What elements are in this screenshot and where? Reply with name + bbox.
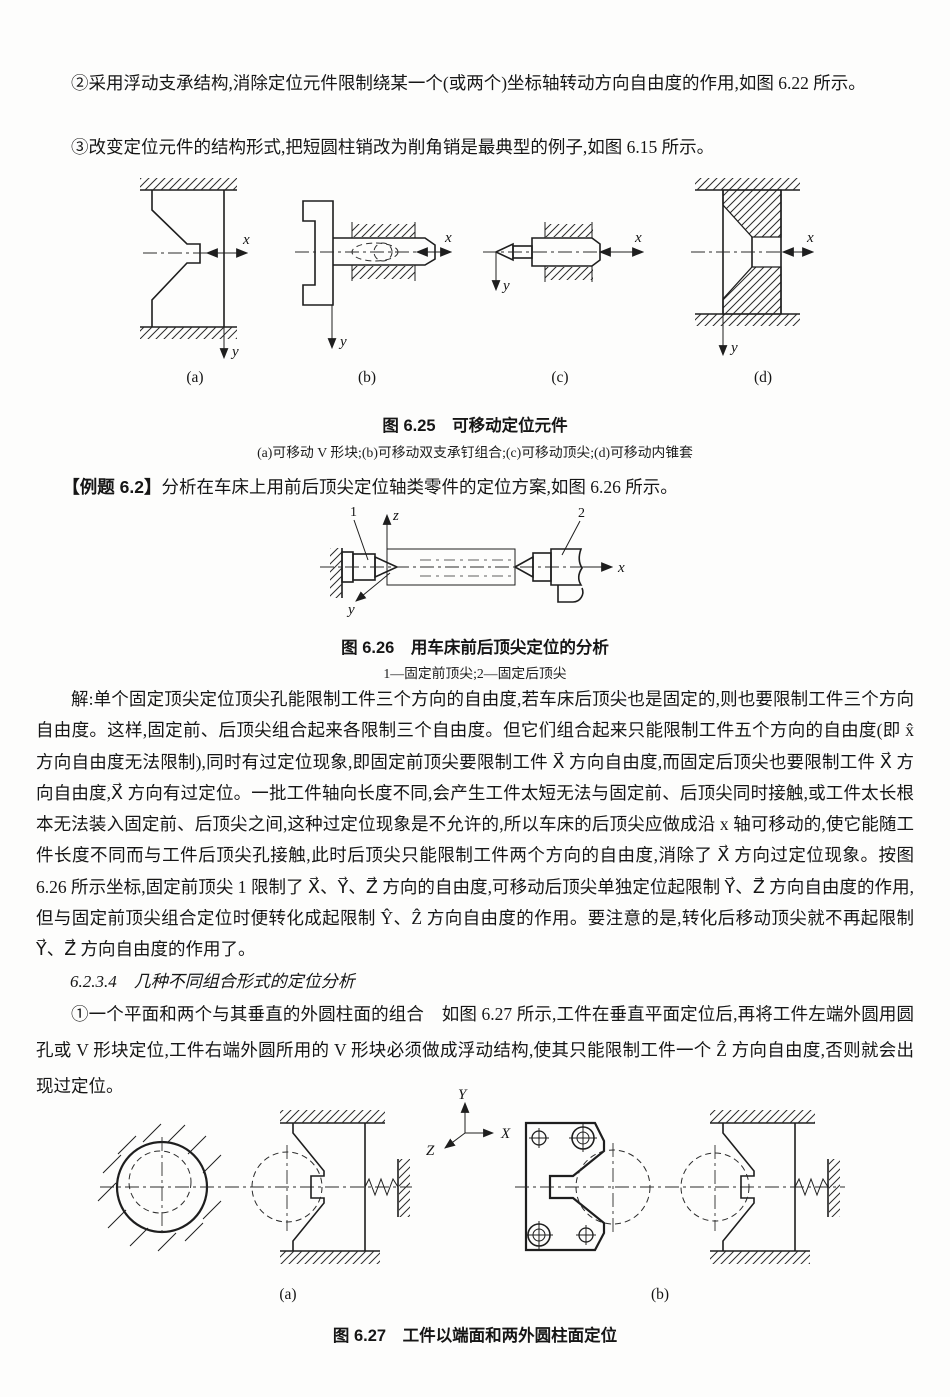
axis-x-label: X bbox=[500, 1126, 511, 1142]
example-tag: 【例题 6.2】 bbox=[62, 477, 162, 497]
figure-6-26-diagram: x z y 1 2 bbox=[320, 505, 625, 618]
figure-6-25-caption: 图 6.25 可移动定位元件 bbox=[382, 417, 568, 435]
lathe-centers-diagram: x z y 1 2 bbox=[320, 505, 625, 618]
floating-v-block-a-diagram: (a) bbox=[251, 1110, 410, 1303]
example-text: 分析在车床上用前后顶尖定位轴类零件的定位方案,如图 6.26 所示。 bbox=[161, 477, 678, 497]
rear-center-number: 2 bbox=[578, 506, 585, 521]
axis-y-label: Y bbox=[458, 1087, 468, 1103]
fixed-v-plate-diagram bbox=[515, 1121, 845, 1252]
example-6-2-paragraph: 【例题 6.2】分析在车床上用前后顶尖定位轴类零件的定位方案,如图 6.26 所… bbox=[36, 472, 914, 503]
axis-z-label: z bbox=[392, 508, 399, 524]
movable-v-block-diagram: x y (a) bbox=[140, 178, 250, 386]
front-center-number: 1 bbox=[350, 505, 357, 520]
movable-center-diagram: x y (c) bbox=[483, 222, 645, 386]
subfigure-c-label: (c) bbox=[551, 369, 568, 386]
solution-paragraph: 解:单个固定顶尖定位顶尖孔能限制工件三个方向的自由度,若车床后顶尖也是固定的,则… bbox=[36, 689, 914, 960]
axis-y-label: y bbox=[346, 602, 355, 618]
coordinate-axes: Y X Z bbox=[426, 1087, 511, 1159]
figure-6-26-caption: 图 6.26 用车床前后顶尖定位的分析 bbox=[341, 639, 609, 657]
paragraph-combination-1: ①一个平面和两个与其垂直的外圆柱面的组合 如图 6.27 所示,工件在垂直平面定… bbox=[36, 1004, 914, 1096]
subfigure-d-label: (d) bbox=[754, 369, 772, 386]
axis-y-label: y bbox=[338, 334, 347, 350]
axis-y-label: y bbox=[230, 344, 239, 360]
subfigure-b-label: (b) bbox=[651, 1286, 669, 1303]
axis-y-label: y bbox=[501, 278, 510, 294]
axis-z-label: Z bbox=[426, 1143, 435, 1159]
axis-y-label: y bbox=[729, 340, 738, 356]
paragraph-change-element-form: ③改变定位元件的结构形式,把短圆柱销改为削角销是最典型的例子,如图 6.15 所… bbox=[71, 137, 715, 157]
axis-x-label: x bbox=[806, 230, 814, 246]
subfigure-a-label: (a) bbox=[186, 369, 203, 386]
figure-6-26-subcaption: 1—固定前顶尖;2—固定后顶尖 bbox=[383, 666, 567, 681]
axis-x-label: x bbox=[634, 230, 642, 246]
axis-x-label: x bbox=[444, 230, 452, 246]
workpiece-in-hole-diagram bbox=[97, 1123, 412, 1252]
subfigure-b-label: (b) bbox=[358, 369, 376, 386]
figure-6-25-diagram: x y (a) x y (b) bbox=[140, 178, 815, 386]
subfigure-a-label: (a) bbox=[279, 1286, 296, 1303]
movable-inner-cone-sleeve-diagram: y x (d) bbox=[691, 178, 815, 386]
figure-6-27-diagram: Y X Z bbox=[97, 1087, 845, 1303]
axis-x-label: x bbox=[242, 232, 250, 248]
axis-x-label: x bbox=[617, 560, 625, 576]
movable-double-support-pin-diagram: x y (b) bbox=[295, 200, 453, 386]
section-heading-6-2-3-4: 6.2.3.4 几种不同组合形式的定位分析 bbox=[70, 972, 355, 991]
figure-6-27-caption: 图 6.27 工件以端面和两外圆柱面定位 bbox=[332, 1327, 618, 1345]
paragraph-floating-support: ②采用浮动支承结构,消除定位元件限制绕某一个(或两个)坐标轴转动方向自由度的作用… bbox=[71, 73, 866, 93]
figure-6-25-subcaption: (a)可移动 V 形块;(b)可移动双支承钉组合;(c)可移动顶尖;(d)可移动… bbox=[257, 445, 693, 460]
floating-v-block-b-diagram: (b) bbox=[651, 1110, 840, 1303]
